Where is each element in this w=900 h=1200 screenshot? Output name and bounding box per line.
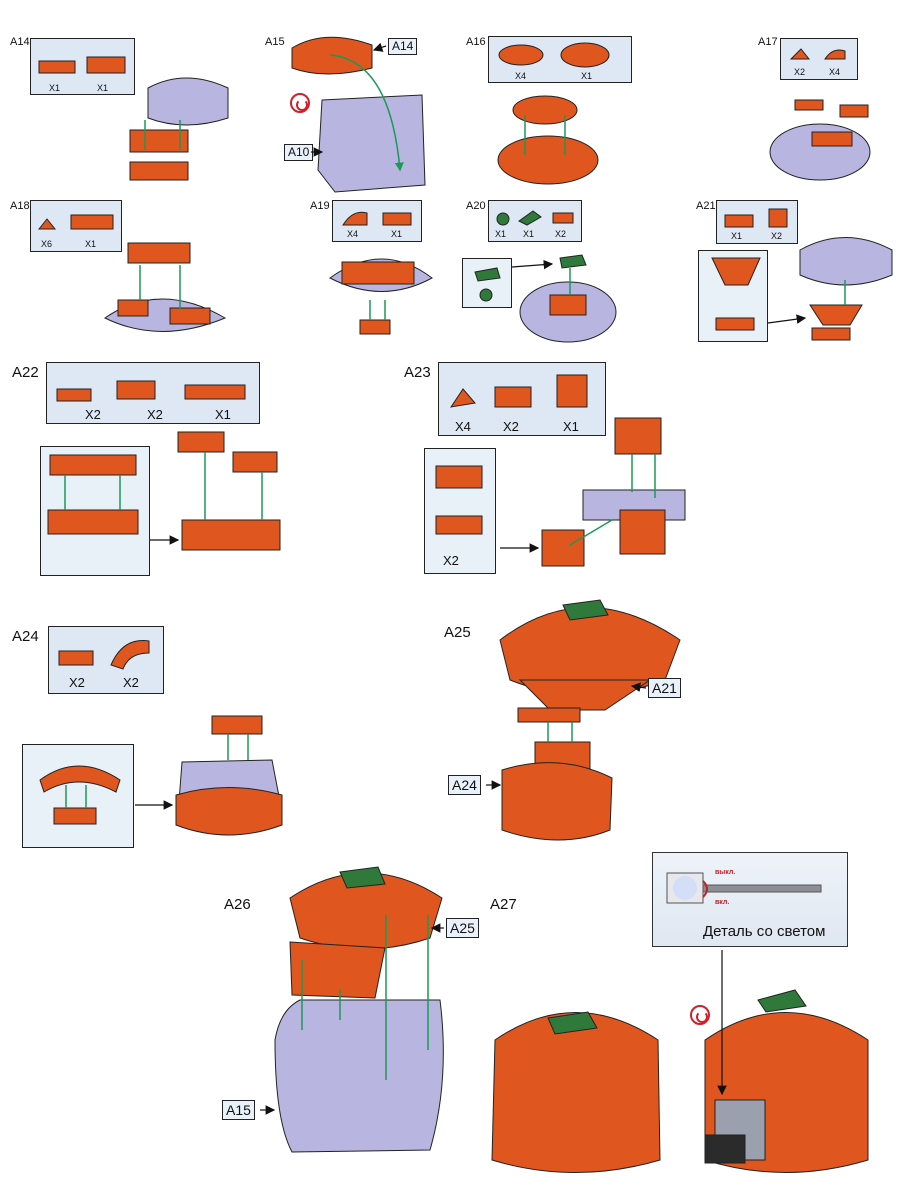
step-a16-number: A16 bbox=[466, 36, 486, 48]
a14-illustration bbox=[129, 77, 229, 181]
light-switch-off-label: выкл. bbox=[715, 869, 736, 876]
a22-parts-icons bbox=[56, 380, 246, 402]
a23-qty-3: X1 bbox=[563, 419, 579, 434]
a21-qty-2: X2 bbox=[771, 231, 783, 241]
a23-parts-icons bbox=[449, 374, 588, 408]
a19-qty-1: X4 bbox=[347, 229, 359, 239]
step-a18-number: A18 bbox=[10, 200, 30, 212]
a24-parts-box: X2 X2 bbox=[48, 626, 164, 694]
a15-illustration bbox=[291, 36, 426, 193]
a15-callout-a14: A14 bbox=[388, 38, 418, 55]
a24-qty-1: X2 bbox=[69, 675, 85, 690]
a24-subassembly-box bbox=[22, 744, 134, 848]
a17-parts-box: X2 X4 bbox=[780, 38, 858, 80]
a17-illustration bbox=[769, 99, 871, 181]
a25-callout-a24: A24 bbox=[448, 775, 481, 795]
a20-qty-1: X1 bbox=[495, 229, 507, 239]
a20-subassembly-box bbox=[462, 258, 512, 308]
a21-parts-box: X1 X2 bbox=[716, 200, 798, 244]
a20-parts-box: X1 X1 X2 bbox=[488, 200, 582, 242]
step-a17-number: A17 bbox=[758, 36, 778, 48]
a23-qty-2: X2 bbox=[503, 419, 519, 434]
a18-parts-icons bbox=[37, 214, 114, 230]
step-a22-number: A22 bbox=[12, 364, 39, 381]
a14-qty-1: X1 bbox=[49, 83, 61, 93]
a19-parts-icons bbox=[342, 211, 412, 226]
a14-qty-2: X1 bbox=[97, 83, 109, 93]
a16-parts-box: X4 X1 bbox=[488, 36, 632, 83]
a16-qty-1: X4 bbox=[515, 71, 527, 81]
light-brick-icon bbox=[666, 872, 822, 904]
a19-parts-box: X4 X1 bbox=[332, 200, 422, 242]
a17-qty-2: X4 bbox=[829, 67, 841, 77]
a16-parts-icons bbox=[498, 42, 610, 68]
a23-parts-box: X4 X2 X1 bbox=[438, 362, 606, 436]
step-a15-number: A15 bbox=[265, 36, 285, 48]
a15-callout-a10: A10 bbox=[284, 144, 314, 161]
a26-illustration bbox=[274, 866, 444, 1153]
a16-illustration bbox=[497, 95, 599, 185]
a20-parts-icons bbox=[496, 210, 574, 226]
a17-qty-1: X2 bbox=[794, 67, 806, 77]
a22-parts-box: X2 X2 X1 bbox=[46, 362, 260, 424]
rotate-model-icon bbox=[690, 1005, 710, 1025]
a18-qty-1: X6 bbox=[41, 239, 53, 249]
step-a25-number: A25 bbox=[444, 624, 471, 641]
step-a21-number: A21 bbox=[696, 200, 716, 212]
a17-parts-icons bbox=[789, 48, 846, 60]
step-a20-number: A20 bbox=[466, 200, 486, 212]
a22-qty-1: X2 bbox=[85, 407, 101, 422]
light-switch-on-label: вкл. bbox=[715, 899, 730, 906]
a20-qty-3: X2 bbox=[555, 229, 567, 239]
a26-callout-a15: A15 bbox=[222, 1100, 255, 1120]
step-a14-number: A14 bbox=[10, 36, 30, 48]
a23-subassembly-box: X2 bbox=[424, 448, 496, 574]
step-a27-number: A27 bbox=[490, 896, 517, 913]
a18-illustration bbox=[104, 242, 227, 332]
a19-qty-2: X1 bbox=[391, 229, 403, 239]
light-part-caption: Деталь со светом bbox=[703, 923, 826, 940]
step-a19-number: A19 bbox=[310, 200, 330, 212]
a18-parts-box: X6 X1 bbox=[30, 200, 122, 252]
a18-qty-2: X1 bbox=[85, 239, 97, 249]
step-a24-number: A24 bbox=[12, 628, 39, 645]
a21-parts-icons bbox=[724, 208, 788, 228]
step-a26-number: A26 bbox=[224, 896, 251, 913]
step-a23-number: A23 bbox=[404, 364, 431, 381]
a21-qty-1: X1 bbox=[731, 231, 743, 241]
a14-parts-box: X1 X1 bbox=[30, 38, 135, 95]
a14-parts-icons bbox=[38, 56, 126, 74]
rotate-model-icon bbox=[290, 93, 310, 113]
a27-illustration bbox=[491, 950, 869, 1173]
a22-subassembly-box bbox=[40, 446, 150, 576]
a23-sub-qty: X2 bbox=[443, 553, 459, 568]
a19-illustration bbox=[329, 258, 433, 335]
a24-parts-icons bbox=[58, 640, 150, 670]
a20-qty-2: X1 bbox=[523, 229, 535, 239]
light-part-panel: выкл. вкл. Деталь со светом bbox=[652, 852, 848, 947]
a23-qty-1: X4 bbox=[455, 419, 471, 434]
a25-illustration bbox=[499, 599, 681, 841]
a22-qty-2: X2 bbox=[147, 407, 163, 422]
a22-qty-3: X1 bbox=[215, 407, 231, 422]
a25-callout-a21: A21 bbox=[648, 678, 681, 698]
a24-qty-2: X2 bbox=[123, 675, 139, 690]
a26-callout-a25: A25 bbox=[446, 918, 479, 938]
a21-subassembly-box bbox=[698, 250, 768, 342]
a16-qty-2: X1 bbox=[581, 71, 593, 81]
